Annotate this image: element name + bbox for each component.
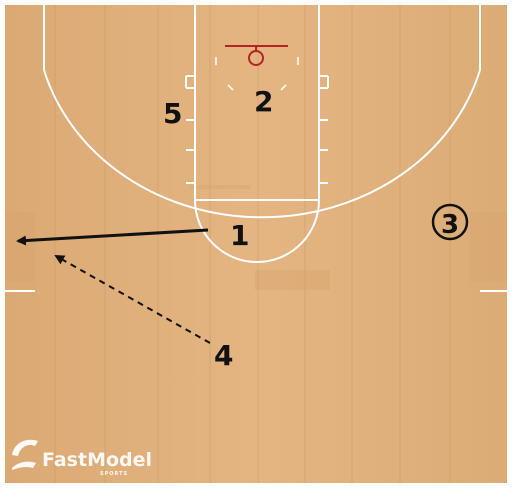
player-2: 2 — [254, 85, 273, 118]
cut-arrow-4 — [54, 255, 211, 344]
player-4: 4 — [214, 339, 233, 372]
player-3: 3 — [441, 210, 459, 240]
fastmodel-swoosh-icon — [12, 439, 38, 456]
player-1: 1 — [230, 219, 249, 252]
court-floor — [5, 5, 507, 483]
three-point-line — [43, 5, 481, 219]
fastmodel-logo: FastModel SPORTS — [12, 439, 152, 477]
court-lines — [5, 5, 507, 292]
rim — [248, 50, 264, 66]
floor-planks — [54, 5, 451, 483]
player-3-circle — [431, 203, 469, 241]
logo-sub: SPORTS — [100, 471, 128, 477]
player-5: 5 — [163, 97, 182, 130]
pass-arrow-1 — [16, 228, 209, 246]
logo-brand: FastModel — [42, 449, 152, 471]
free-throw-circle — [194, 199, 320, 263]
